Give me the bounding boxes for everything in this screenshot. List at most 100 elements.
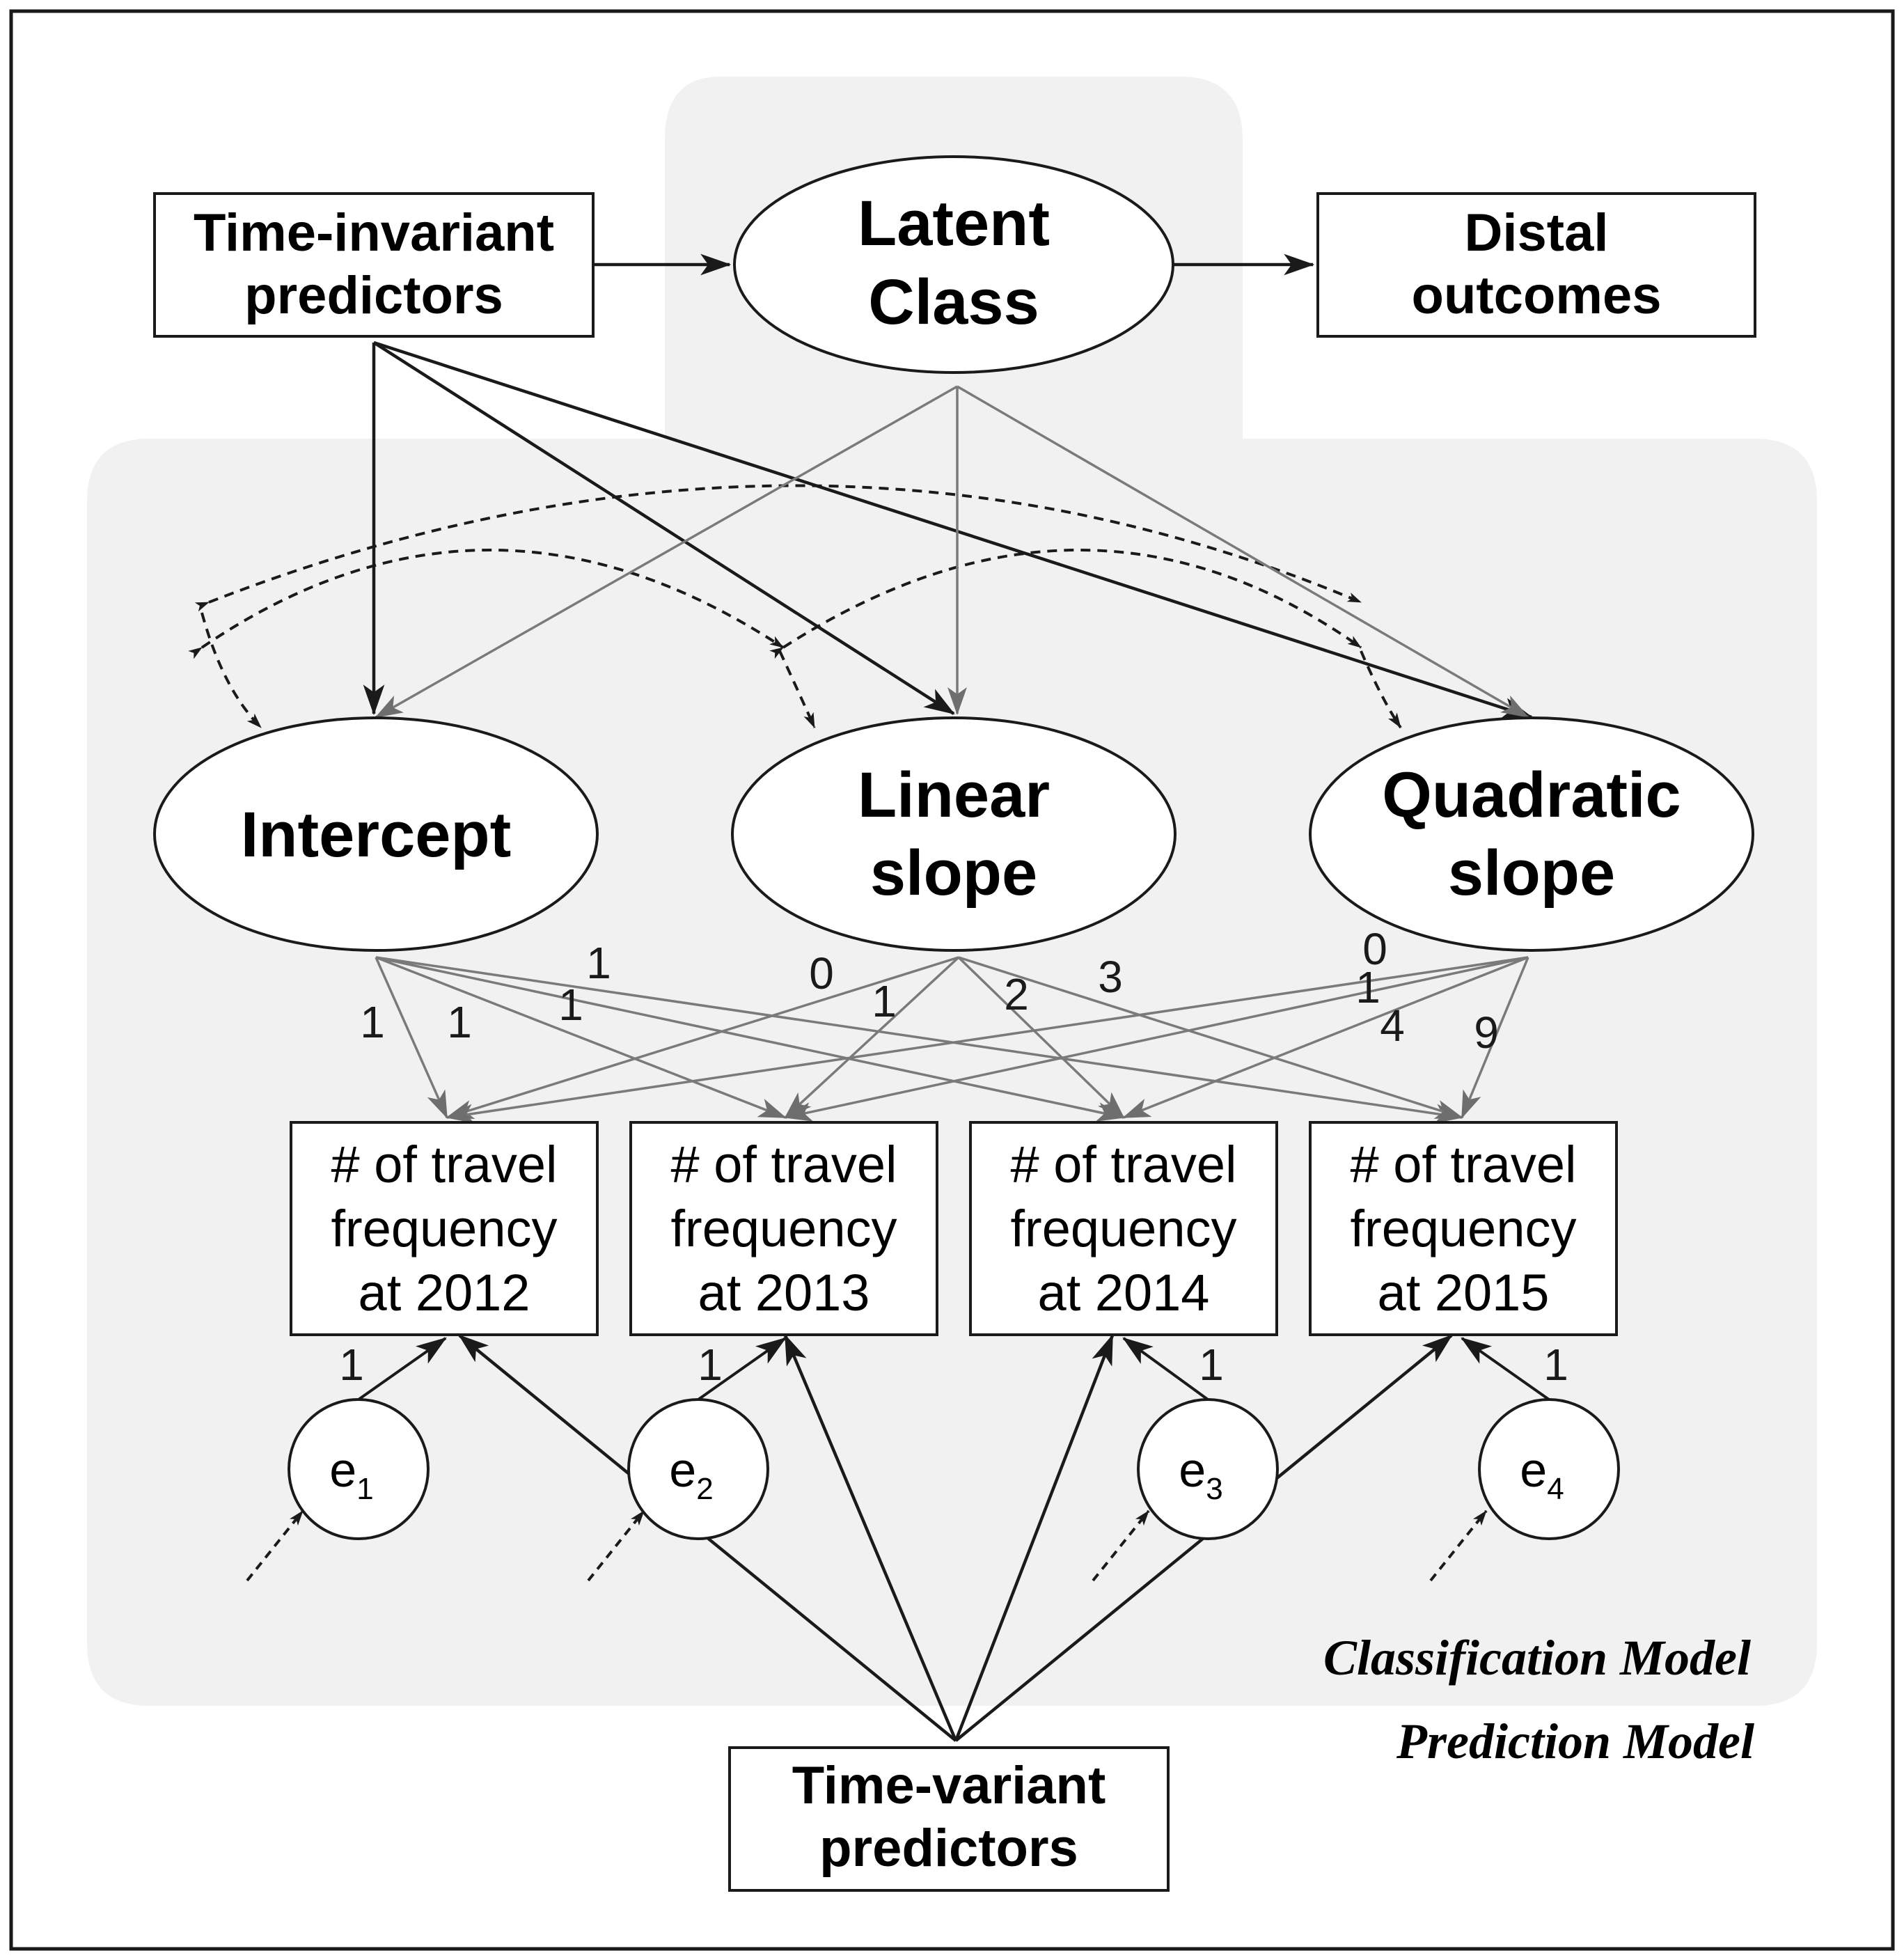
obs-2014-line-2: frequency <box>1011 1200 1237 1257</box>
coef-e4: 1 <box>1543 1340 1568 1390</box>
path-e3 <box>1122 1337 1209 1401</box>
distal-outcomes-box: Distal outcomes <box>1316 192 1756 338</box>
load-lin-2013 <box>784 956 960 1119</box>
error-e4: e4 <box>1478 1398 1620 1540</box>
loading-paths <box>375 956 1529 1124</box>
obs-2015-line-3: at 2015 <box>1378 1264 1550 1322</box>
covariance-arcs <box>188 484 1402 729</box>
time-variant-line-2: predictors <box>819 1819 1078 1878</box>
error-paths <box>357 1337 1550 1401</box>
obs-2013-line-2: frequency <box>671 1200 897 1257</box>
obs-2014-line-3: at 2014 <box>1038 1264 1210 1322</box>
linear-line-2: slope <box>870 838 1037 909</box>
observed-2013-box: # of travel frequency at 2013 <box>629 1121 938 1336</box>
load-quad-2014 <box>1122 956 1529 1119</box>
load-int-2015 <box>375 956 1463 1124</box>
cov-linear-quadratic <box>769 549 1362 659</box>
e1-sub: 1 <box>356 1472 373 1506</box>
distal-line-2: outcomes <box>1412 266 1662 325</box>
e4-base: e <box>1520 1443 1547 1497</box>
svg-text:e4: e4 <box>1520 1443 1564 1506</box>
svg-text:e3: e3 <box>1179 1443 1222 1506</box>
class-to-growth-paths <box>375 385 1529 719</box>
load-quad-2012 <box>446 956 1529 1124</box>
path-e1 <box>357 1337 447 1401</box>
coef-e3: 1 <box>1199 1340 1224 1390</box>
e2-sub: 2 <box>696 1472 713 1506</box>
var-linear <box>778 650 816 729</box>
obs-2013-line-1: # of travel <box>671 1136 897 1193</box>
path-tip-to-linear <box>372 341 955 715</box>
latent-class-line-1: Latent <box>858 188 1050 259</box>
time-variant-predictors-box: Time-variant predictors <box>728 1746 1170 1892</box>
distal-line-1: Distal <box>1465 203 1609 262</box>
obs-2015-line-1: # of travel <box>1351 1136 1577 1193</box>
classification-model-label: Classification Model <box>1323 1630 1751 1686</box>
quadratic-line-1: Quadratic <box>1382 760 1681 831</box>
e3-base: e <box>1179 1443 1206 1497</box>
observed-2012-box: # of travel frequency at 2012 <box>290 1121 599 1336</box>
path-class-to-intercept <box>375 385 958 719</box>
linear-line-1: Linear <box>858 760 1050 831</box>
coef-int-2015: 1 <box>586 938 611 988</box>
observed-2014-box: # of travel frequency at 2014 <box>969 1121 1278 1336</box>
latent-class-ellipse: Latent Class <box>733 155 1174 374</box>
obs-2015-line-2: frequency <box>1351 1200 1577 1257</box>
path-tvp-2014 <box>954 1333 1115 1741</box>
time-invariant-predictors-box: Time-invariant predictors <box>153 192 595 338</box>
time-variant-line-1: Time-variant <box>792 1756 1106 1815</box>
load-lin-2012 <box>446 956 959 1120</box>
load-quad-2015 <box>1461 957 1529 1119</box>
svg-text:e1: e1 <box>329 1443 373 1506</box>
e2-base: e <box>669 1443 696 1497</box>
coef-lin-2012: 0 <box>809 948 834 998</box>
obs-2013-line-3: at 2013 <box>698 1264 870 1322</box>
coef-e1: 1 <box>339 1340 364 1390</box>
obs-2012-line-3: at 2012 <box>359 1264 530 1322</box>
time-invariant-line-1: Time-invariant <box>194 203 554 262</box>
error-variance-arrows <box>246 1510 1488 1582</box>
obs-2012-line-2: frequency <box>331 1200 558 1257</box>
latent-class-line-2: Class <box>868 267 1039 338</box>
e1-base: e <box>329 1443 356 1497</box>
coef-e2: 1 <box>698 1340 723 1390</box>
error-e1: e1 <box>288 1398 430 1540</box>
coef-int-2013: 1 <box>447 997 472 1047</box>
e3-sub: 3 <box>1206 1472 1222 1506</box>
load-int-2014 <box>375 956 1125 1122</box>
load-lin-2015 <box>958 956 1463 1119</box>
path-e2 <box>697 1337 787 1401</box>
load-int-2012 <box>375 957 448 1119</box>
coef-quad-2012: 0 <box>1362 924 1387 974</box>
obs-2014-line-1: # of travel <box>1011 1136 1237 1193</box>
error-e2: e2 <box>627 1398 769 1540</box>
svg-text:e2: e2 <box>669 1443 713 1506</box>
observed-2015-box: # of travel frequency at 2015 <box>1309 1121 1618 1336</box>
coef-int-2014: 1 <box>558 980 583 1030</box>
cov-intercept-linear <box>188 549 785 659</box>
coef-int-2012: 1 <box>360 997 385 1047</box>
obs-2012-line-1: # of travel <box>331 1136 558 1193</box>
loading-labels: 1 1 1 1 0 1 2 3 0 1 4 9 1 1 1 1 <box>339 924 1568 1390</box>
path-e4 <box>1461 1337 1550 1401</box>
load-lin-2014 <box>957 956 1125 1119</box>
e4-sub: 4 <box>1547 1472 1564 1506</box>
coef-lin-2013: 1 <box>872 976 897 1026</box>
coef-quad-2015: 9 <box>1474 1008 1499 1058</box>
intercept-label: Intercept <box>241 799 512 870</box>
coef-lin-2015: 3 <box>1098 952 1123 1002</box>
load-quad-2013 <box>784 956 1529 1122</box>
coef-quad-2014: 4 <box>1380 1001 1405 1051</box>
load-int-2013 <box>375 956 787 1119</box>
cov-intercept-quadratic <box>194 484 1362 612</box>
path-class-to-quadratic <box>957 385 1529 719</box>
prediction-model-label: Prediction Model <box>1396 1714 1754 1769</box>
quadratic-slope-ellipse: Quadratic slope <box>1309 716 1754 952</box>
linear-slope-ellipse: Linear slope <box>731 716 1177 952</box>
path-tip-to-quadratic <box>373 340 1534 719</box>
error-e3: e3 <box>1137 1398 1279 1540</box>
path-tvp-2013 <box>783 1333 958 1741</box>
var-intercept <box>200 612 262 729</box>
time-invariant-line-2: predictors <box>244 266 503 325</box>
